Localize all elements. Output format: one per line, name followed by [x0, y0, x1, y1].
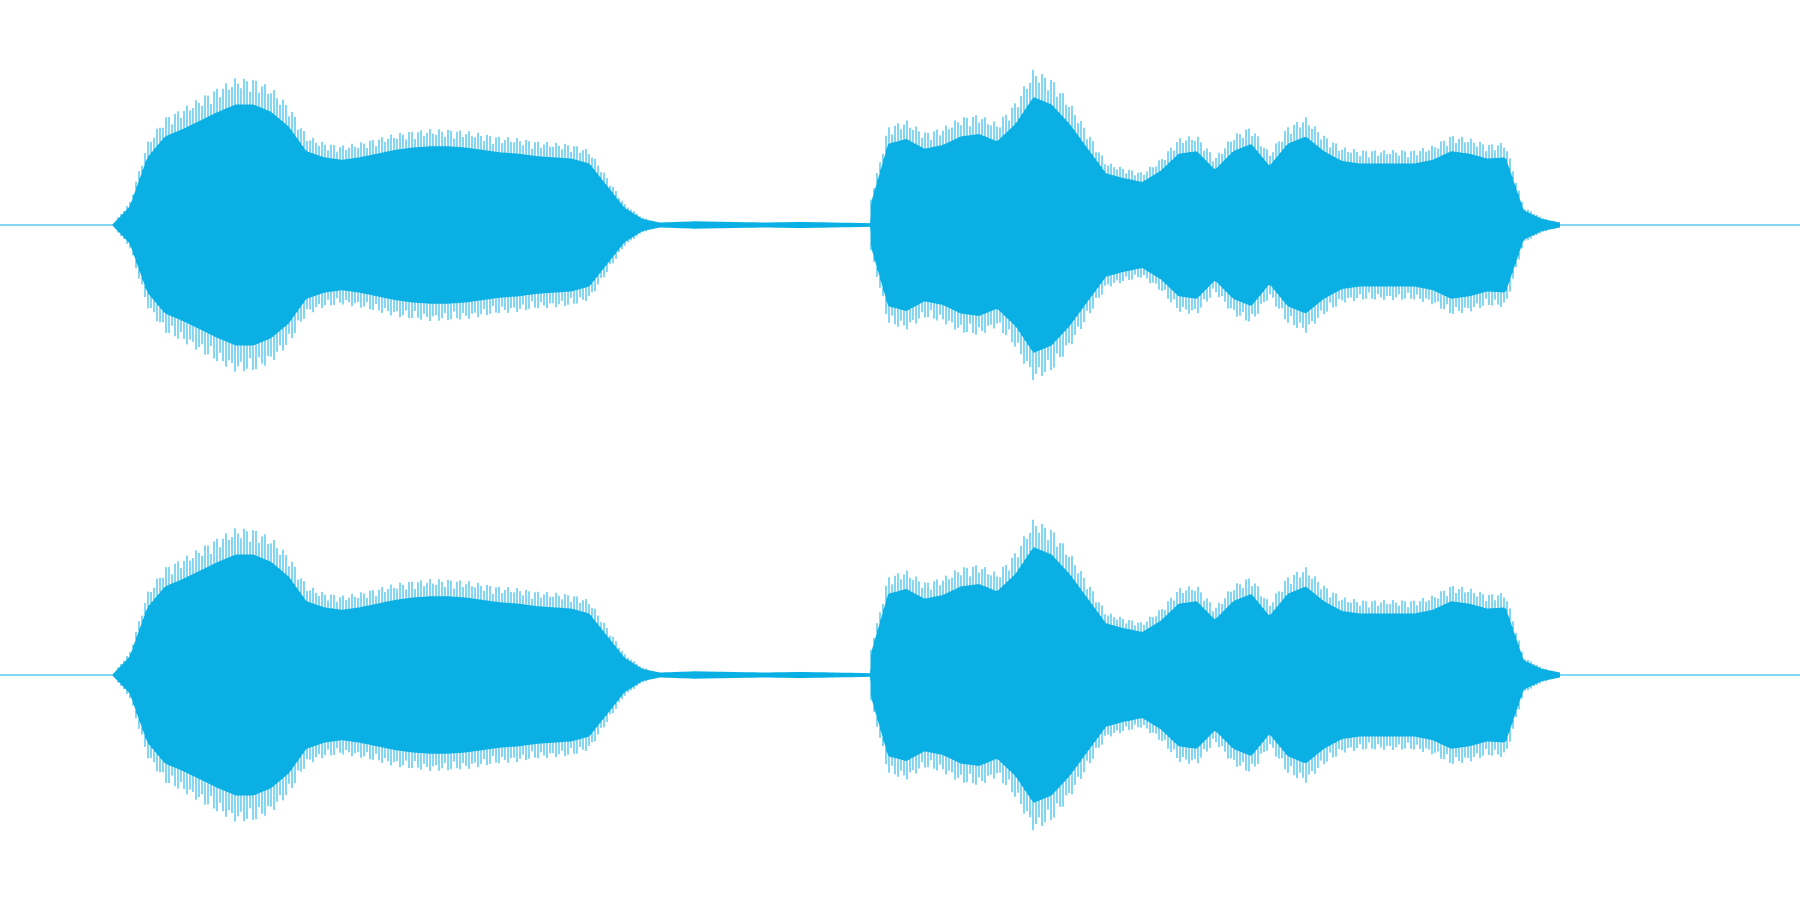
waveform-peaks	[117, 69, 1547, 381]
waveform-channel-1	[0, 69, 1800, 381]
waveform-body	[112, 547, 1560, 803]
waveform-body	[112, 97, 1560, 353]
waveform-peaks	[117, 519, 1547, 831]
waveform-channel-2	[0, 519, 1800, 831]
